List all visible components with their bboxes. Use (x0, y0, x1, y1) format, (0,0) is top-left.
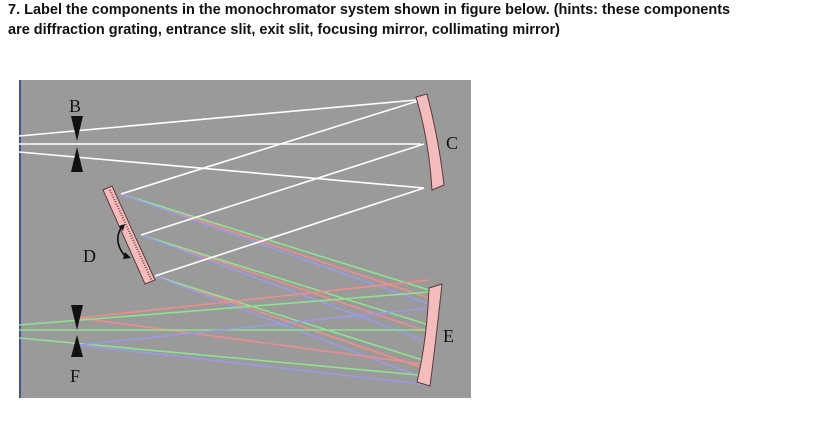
label-d: D (83, 246, 96, 266)
arrow-head-icon (123, 252, 131, 259)
question-line-1: 7. Label the components in the monochrom… (8, 2, 731, 18)
label-c: C (446, 133, 458, 153)
white-beams (19, 99, 425, 277)
diffraction-grating-d (102, 185, 156, 285)
monochromator-figure: B F C E D (19, 80, 471, 398)
rotation-arrow-icon (117, 227, 126, 257)
focusing-mirror-e (416, 283, 443, 387)
collimating-mirror-c (415, 93, 445, 191)
label-f: F (70, 366, 80, 386)
exit-slit-f (71, 305, 83, 357)
dispersed-beams (19, 193, 430, 386)
label-b: B (69, 96, 81, 116)
label-e: E (443, 326, 454, 346)
question-text: 7. Label the components in the monochrom… (8, 0, 730, 40)
entrance-slit-b (71, 116, 83, 172)
question-line-2: are diffraction grating, entrance slit, … (8, 22, 560, 38)
arrow-head-icon (119, 224, 125, 231)
